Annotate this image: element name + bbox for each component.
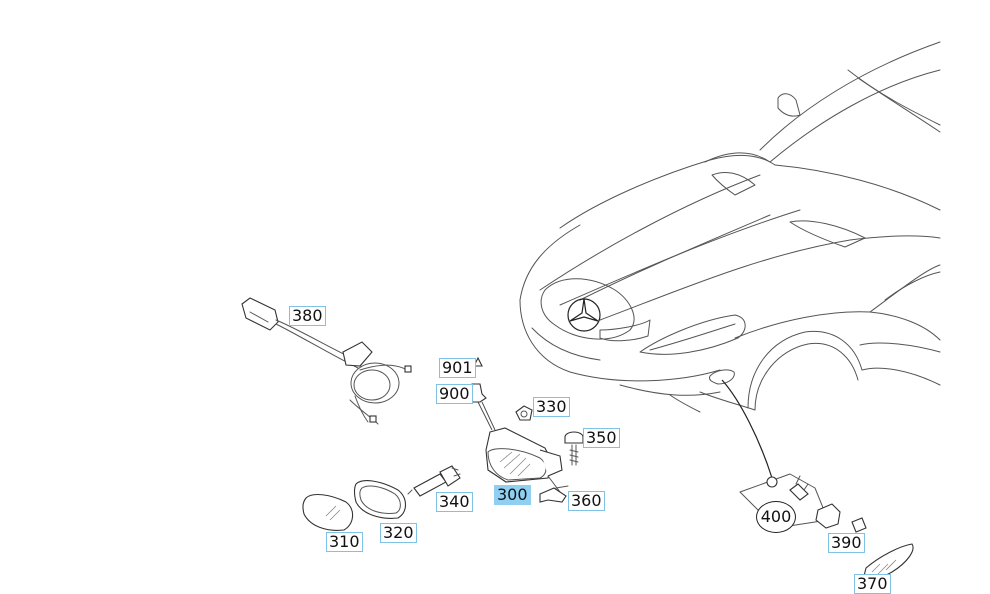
part-350-screw [564, 431, 584, 466]
callout-380[interactable]: 380 [289, 306, 326, 326]
callout-330[interactable]: 330 [533, 397, 570, 417]
callout-340[interactable]: 340 [436, 492, 473, 512]
car-body-illustration [519, 41, 941, 413]
callout-360[interactable]: 360 [568, 491, 605, 511]
leader-line-400 [721, 379, 773, 479]
callout-901[interactable]: 901 [439, 358, 476, 378]
part-390-socket [815, 503, 867, 533]
part-340-bulb [407, 465, 461, 497]
part-330-clip [515, 405, 533, 421]
part-310-lens [302, 493, 354, 531]
callout-390[interactable]: 390 [828, 533, 865, 553]
part-300-fog-lamp [485, 427, 569, 493]
part-900-901-connectors [471, 356, 496, 431]
callout-320[interactable]: 320 [380, 523, 417, 543]
part-380-harness [241, 297, 412, 425]
callout-350[interactable]: 350 [583, 428, 620, 448]
callout-900[interactable]: 900 [436, 384, 473, 404]
part-360-clip [539, 487, 567, 503]
callout-370[interactable]: 370 [854, 574, 891, 594]
callout-300[interactable]: 300 [494, 485, 531, 505]
callout-310[interactable]: 310 [326, 532, 363, 552]
part-320-seal [353, 480, 407, 519]
callout-400[interactable]: 400 [756, 501, 796, 533]
